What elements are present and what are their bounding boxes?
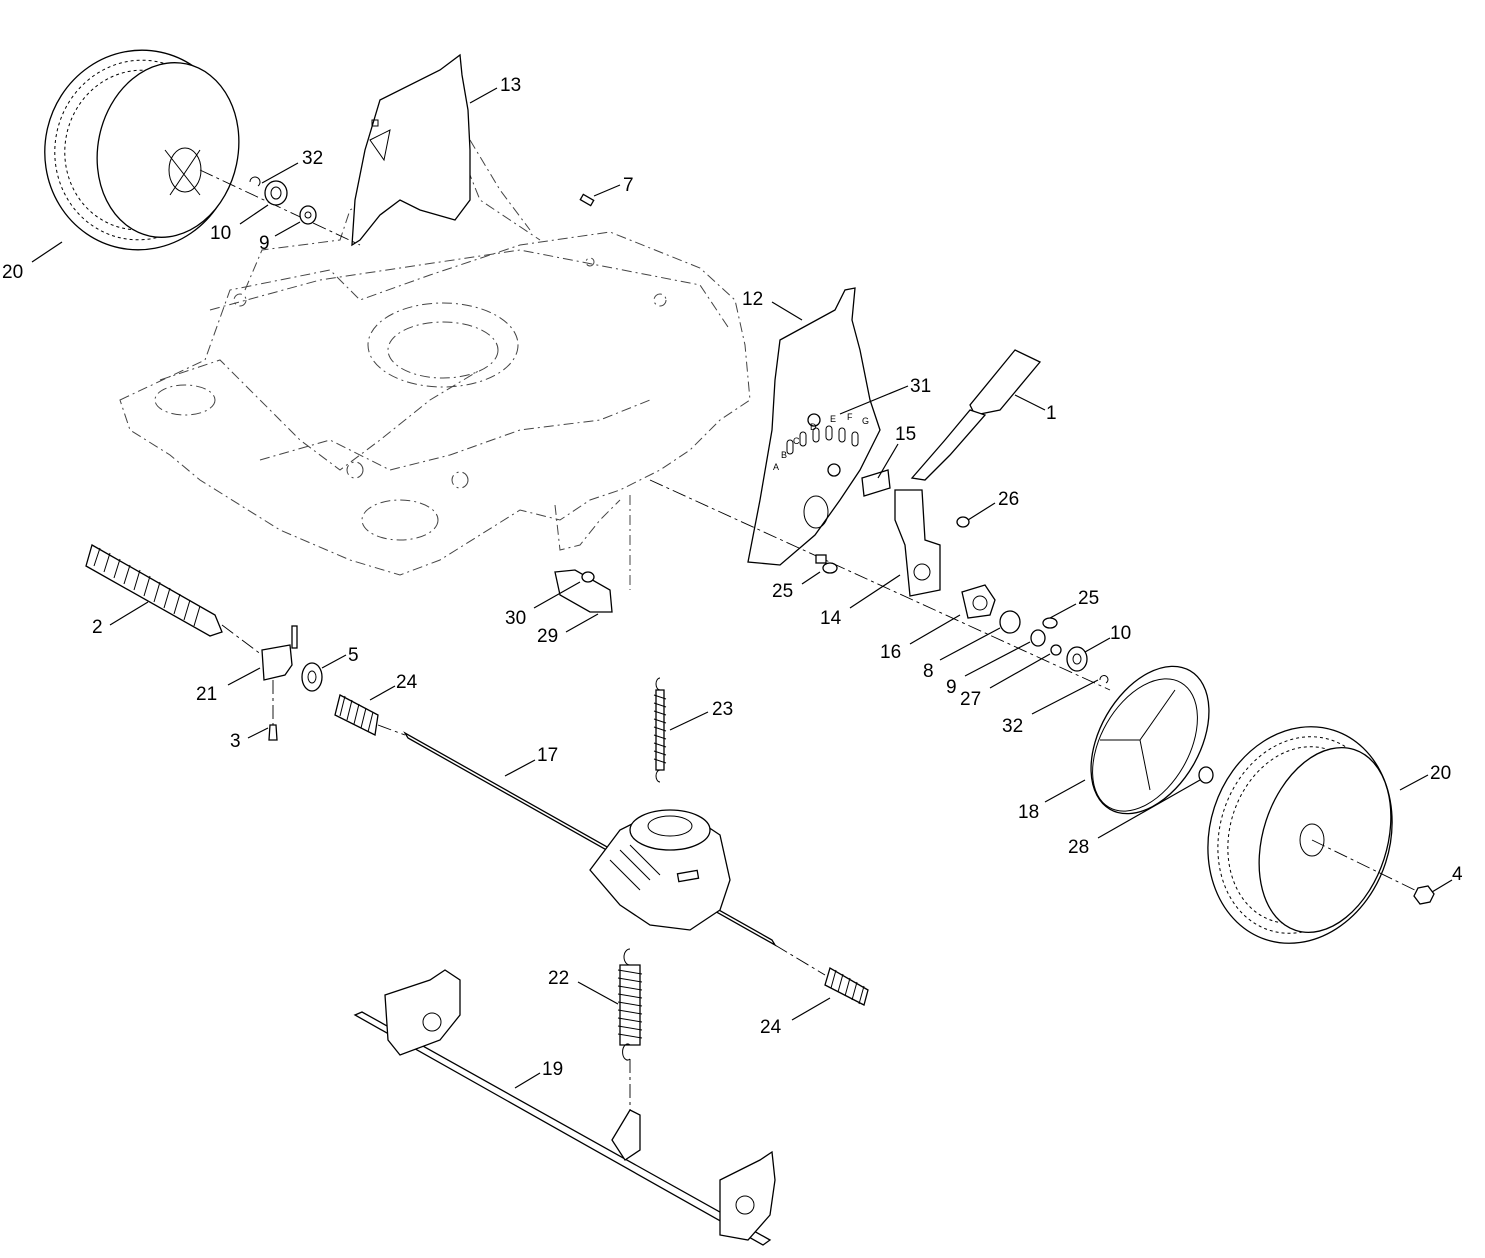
callout-10-right: 10: [1110, 623, 1131, 644]
callout-18: 18: [1018, 802, 1039, 823]
height-plate: [747, 287, 881, 566]
callout-14: 14: [820, 608, 842, 629]
height-letter-b: B: [781, 450, 787, 460]
right-wheel: [1207, 726, 1435, 944]
callout-13: 13: [500, 75, 521, 96]
callout-9-right: 9: [946, 677, 957, 698]
callout-16: 16: [880, 642, 901, 663]
height-letter-g: G: [862, 416, 869, 426]
deck-housing: [119, 139, 751, 590]
callout-5: 5: [348, 645, 359, 666]
callout-10-left: 10: [210, 223, 231, 244]
callout-24-left: 24: [396, 672, 418, 693]
height-lever: [910, 349, 1042, 481]
axle-washer: [301, 662, 323, 692]
left-spring: [85, 544, 223, 637]
transmission: [589, 809, 731, 931]
callout-25-left: 25: [772, 581, 793, 602]
lever-bracket: [894, 489, 941, 597]
callout-3: 3: [230, 731, 241, 752]
rear-bracket: [351, 53, 471, 247]
axle-sleeve-right: [774, 944, 869, 1006]
callout-29: 29: [537, 626, 558, 647]
height-letter-e: E: [830, 414, 836, 424]
callout-17: 17: [537, 745, 558, 766]
callout-30: 30: [505, 608, 526, 629]
height-letter-c: C: [793, 436, 800, 446]
callout-23: 23: [712, 699, 733, 720]
callout-4: 4: [1452, 864, 1463, 885]
callout-25-right: 25: [1078, 588, 1099, 609]
callout-20-left: 20: [2, 262, 23, 283]
height-scale-letters: A B C D E F G: [773, 412, 869, 472]
height-letter-d: D: [810, 422, 817, 432]
callout-22: 22: [548, 968, 569, 989]
callout-21: 21: [196, 684, 217, 705]
height-letter-a: A: [773, 462, 779, 472]
left-wheel-hardware: [199, 169, 595, 246]
callout-28: 28: [1068, 837, 1089, 858]
callout-27: 27: [960, 689, 981, 710]
callout-19: 19: [542, 1059, 563, 1080]
callout-20-right: 20: [1430, 763, 1451, 784]
small-plate-15: [861, 469, 891, 497]
height-letter-f: F: [847, 412, 853, 422]
callout-24-right: 24: [760, 1017, 782, 1038]
small-bracket-29: [554, 569, 613, 613]
axle-bracket: [221, 624, 298, 741]
callout-32-right: 32: [1002, 716, 1023, 737]
right-hardware: [649, 479, 1111, 691]
left-wheel: [44, 49, 240, 251]
hubcap: [1090, 665, 1214, 815]
callout-7: 7: [623, 175, 634, 196]
callout-12: 12: [742, 289, 763, 310]
callout-26: 26: [998, 489, 1019, 510]
callout-32-left: 32: [302, 148, 323, 169]
spring-22: [617, 948, 643, 1120]
front-axle: [353, 969, 776, 1246]
callout-31: 31: [910, 376, 931, 397]
axle-sleeve-left: [334, 694, 379, 736]
callout-8: 8: [923, 661, 934, 682]
callout-2: 2: [92, 617, 103, 638]
callout-15: 15: [895, 424, 916, 445]
callout-9-left: 9: [259, 233, 270, 254]
callout-1: 1: [1046, 403, 1057, 424]
spring-23: [653, 677, 667, 783]
callouts: 1 2 3 4 5 7 8 9 9 10 10 12 13: [2, 75, 1463, 1089]
